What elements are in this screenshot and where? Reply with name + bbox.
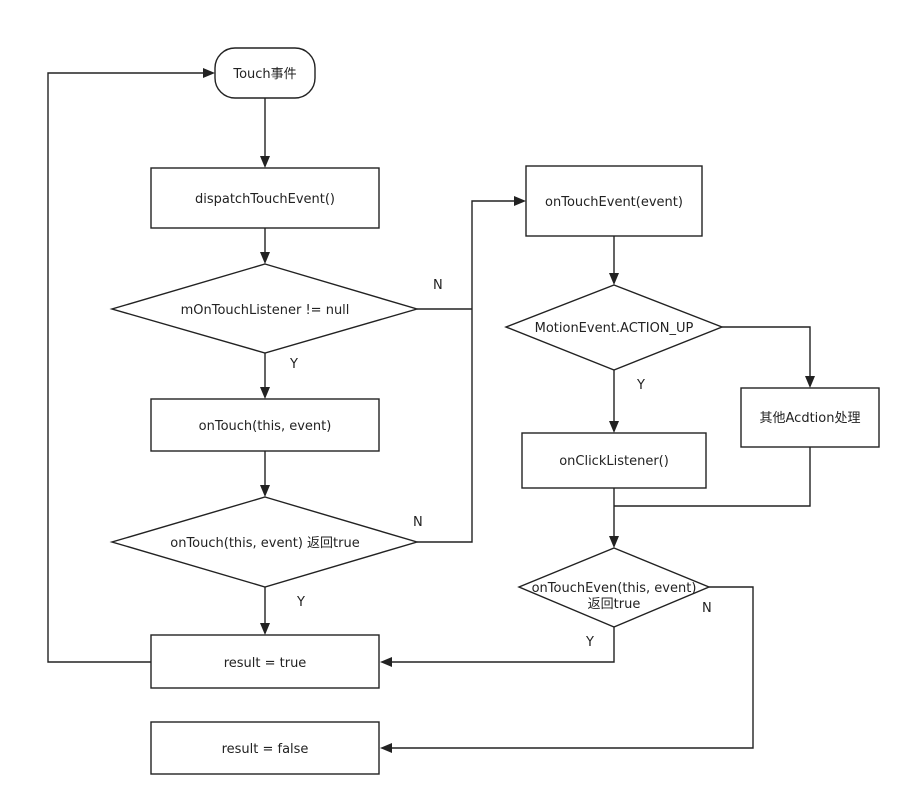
- edge-label-on-touch-yes: Y: [296, 595, 305, 610]
- arrowhead: [514, 196, 526, 206]
- edge-even-no-to-result-false: [390, 586, 754, 749]
- edge-label-on-touch-even-yes: Y: [585, 635, 594, 650]
- node-touch-event: Touch事件: [214, 47, 316, 99]
- edge-labels: N Y N Y Y Y N: [289, 278, 712, 650]
- edges: [47, 68, 815, 753]
- edge-label-on-touch-no: N: [413, 515, 423, 530]
- process-shape: [150, 167, 380, 229]
- decision-shape: [109, 496, 420, 588]
- edge-return-no-to-ontouchevent: [417, 200, 516, 543]
- process-shape: [150, 634, 380, 689]
- node-label: onTouch(this, event): [199, 419, 332, 434]
- process-shape: [150, 398, 380, 452]
- node-label: Touch事件: [232, 67, 296, 82]
- arrowhead: [260, 485, 270, 497]
- node-result-true: result = true: [150, 634, 380, 689]
- node-label-line-2: 返回true: [588, 597, 641, 612]
- node-on-touch-return-check: onTouch(this, event) 返回true: [109, 496, 420, 588]
- edge-even-yes-to-result-true: [390, 627, 615, 663]
- edge-label-listener-yes: Y: [289, 357, 298, 372]
- nodes: Touch事件 dispatchTouchEvent() mOnTouchLis…: [109, 47, 880, 775]
- arrowhead: [203, 68, 215, 78]
- arrowhead: [260, 623, 270, 635]
- node-label-line-1: onTouchEven(this, event): [532, 581, 697, 596]
- node-dispatch-touch-event: dispatchTouchEvent(): [150, 167, 380, 229]
- decision-shape: [109, 263, 420, 354]
- edge-result-true-loop-back: [47, 72, 205, 663]
- arrowhead: [380, 743, 392, 753]
- edge-other-action-to-merge: [614, 447, 811, 507]
- process-shape: [740, 387, 880, 448]
- edge-actionup-other-to-other-action: [722, 326, 811, 378]
- arrowhead: [609, 536, 619, 548]
- node-action-up-check: MotionEvent.ACTION_UP: [504, 284, 724, 371]
- decision-shape: [504, 284, 724, 371]
- node-label: onTouchEvent(event): [545, 195, 683, 210]
- process-shape: [525, 165, 703, 237]
- node-on-click-listener: onClickListener(): [521, 432, 707, 489]
- node-listener-check: mOnTouchListener != null: [109, 263, 420, 354]
- node-label: 其他Acdtion处理: [760, 411, 861, 426]
- decision-shape: [517, 547, 711, 628]
- node-label: onTouch(this, event) 返回true: [170, 536, 359, 551]
- node-label: dispatchTouchEvent(): [195, 192, 335, 207]
- node-on-touch-even-return-check: onTouchEven(this, event) 返回true: [517, 547, 711, 628]
- edge-label-listener-no: N: [433, 278, 443, 293]
- arrowhead: [380, 657, 392, 667]
- edge-label-on-touch-even-no: N: [702, 601, 712, 616]
- arrowhead: [609, 273, 619, 285]
- node-on-touch: onTouch(this, event): [150, 398, 380, 452]
- arrowhead: [260, 387, 270, 399]
- arrowhead: [260, 252, 270, 264]
- process-shape: [150, 721, 380, 775]
- process-shape: [521, 432, 707, 489]
- node-label: mOnTouchListener != null: [181, 303, 350, 318]
- node-label: result = true: [224, 656, 307, 671]
- arrowhead: [260, 156, 270, 168]
- node-label: result = false: [222, 742, 309, 757]
- rounded-rect-shape: [214, 47, 316, 99]
- node-on-touch-event: onTouchEvent(event): [525, 165, 703, 237]
- arrowhead: [805, 376, 815, 388]
- node-label: onClickListener(): [559, 454, 669, 469]
- edge-label-action-up-yes: Y: [636, 378, 645, 393]
- node-label: MotionEvent.ACTION_UP: [535, 321, 694, 336]
- node-other-action: 其他Acdtion处理: [740, 387, 880, 448]
- node-result-false: result = false: [150, 721, 380, 775]
- arrowhead: [609, 421, 619, 433]
